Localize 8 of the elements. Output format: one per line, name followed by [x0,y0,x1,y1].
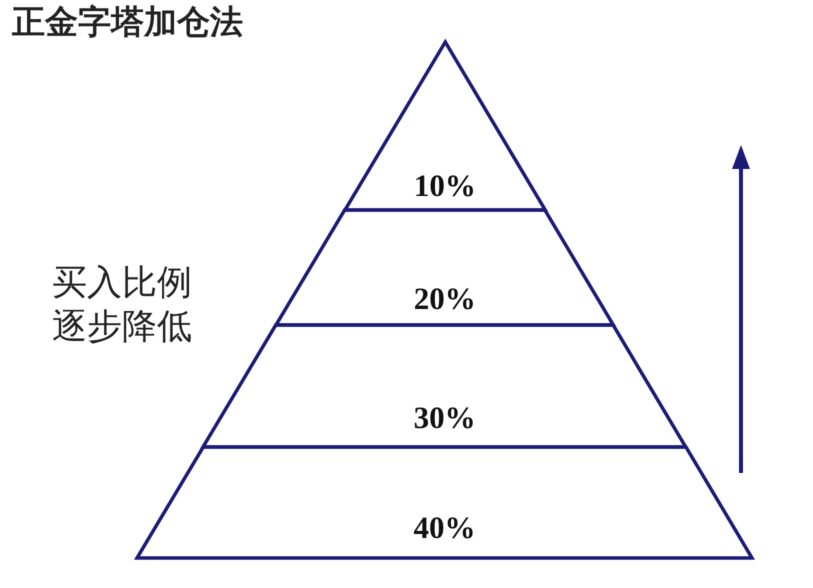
side-note: 买入比例逐步降低 [52,262,193,349]
pyramid-band [276,210,614,325]
percentage-text: 40% [412,512,476,543]
title: 正金字塔加仓法 [12,4,243,40]
pyramid-band [203,325,686,447]
pyramid-band [137,447,752,558]
percentage-text: 30% [412,402,477,433]
percentage-text: 20% [412,283,477,314]
